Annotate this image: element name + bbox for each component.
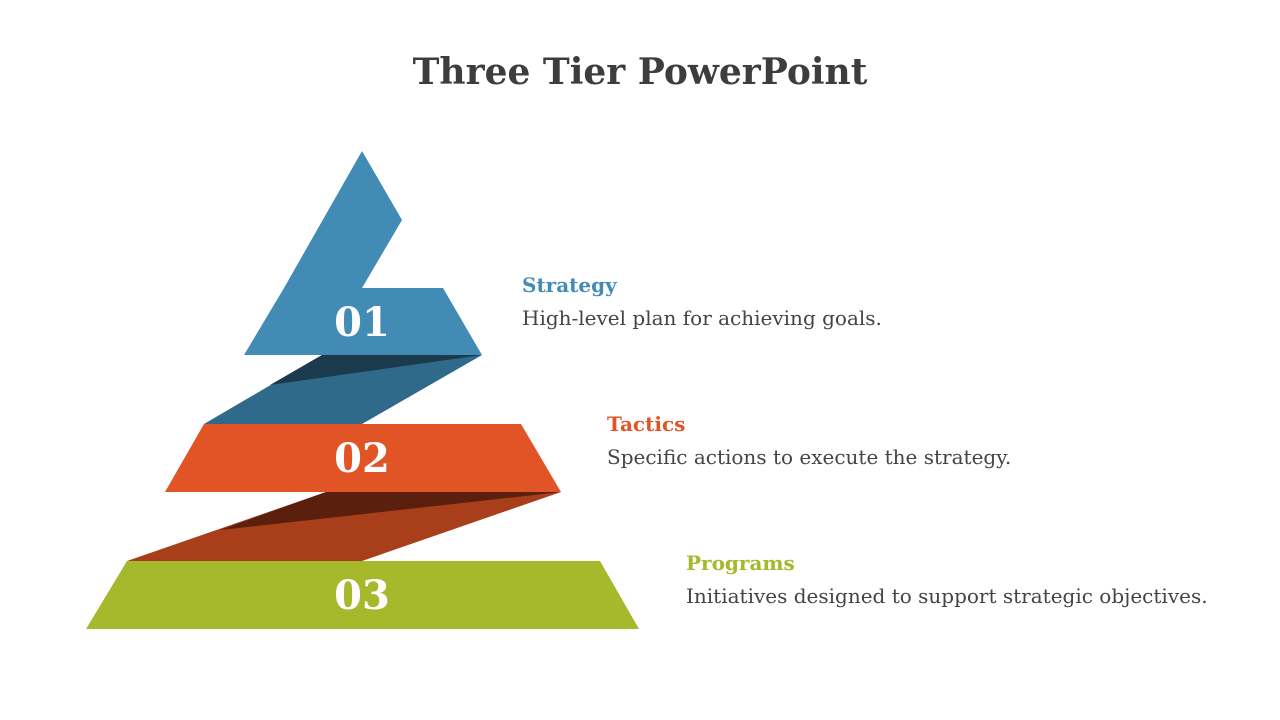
tier-2-shape [165,424,561,492]
tier-3-heading: Programs [686,551,795,575]
tier-3-info: Programs Initiatives designed to support… [686,549,1208,611]
connector-2-3-dark [220,492,561,530]
connector-1-2-light [204,355,482,424]
tier-1-heading: Strategy [522,273,617,297]
tier-2-info: Tactics Specific actions to execute the … [607,410,1011,472]
tier-1-number: 01 [334,299,390,346]
connector-2-3-light [127,492,561,561]
tier-1-info: Strategy High-level plan for achieving g… [522,271,882,333]
slide-title: Three Tier PowerPoint [412,51,868,93]
tier-3-shape [86,561,639,629]
tier-2-description: Specific actions to execute the strategy… [607,445,1012,469]
tier-2-number: 02 [334,435,390,482]
tier-2-heading: Tactics [607,412,686,436]
connector-1-2-dark [270,355,482,385]
tier-3-number: 03 [334,572,390,619]
tier-3-description: Initiatives designed to support strategi… [686,584,1208,608]
tier-1-shape [244,151,482,355]
tier-1-description: High-level plan for achieving goals. [522,306,882,330]
